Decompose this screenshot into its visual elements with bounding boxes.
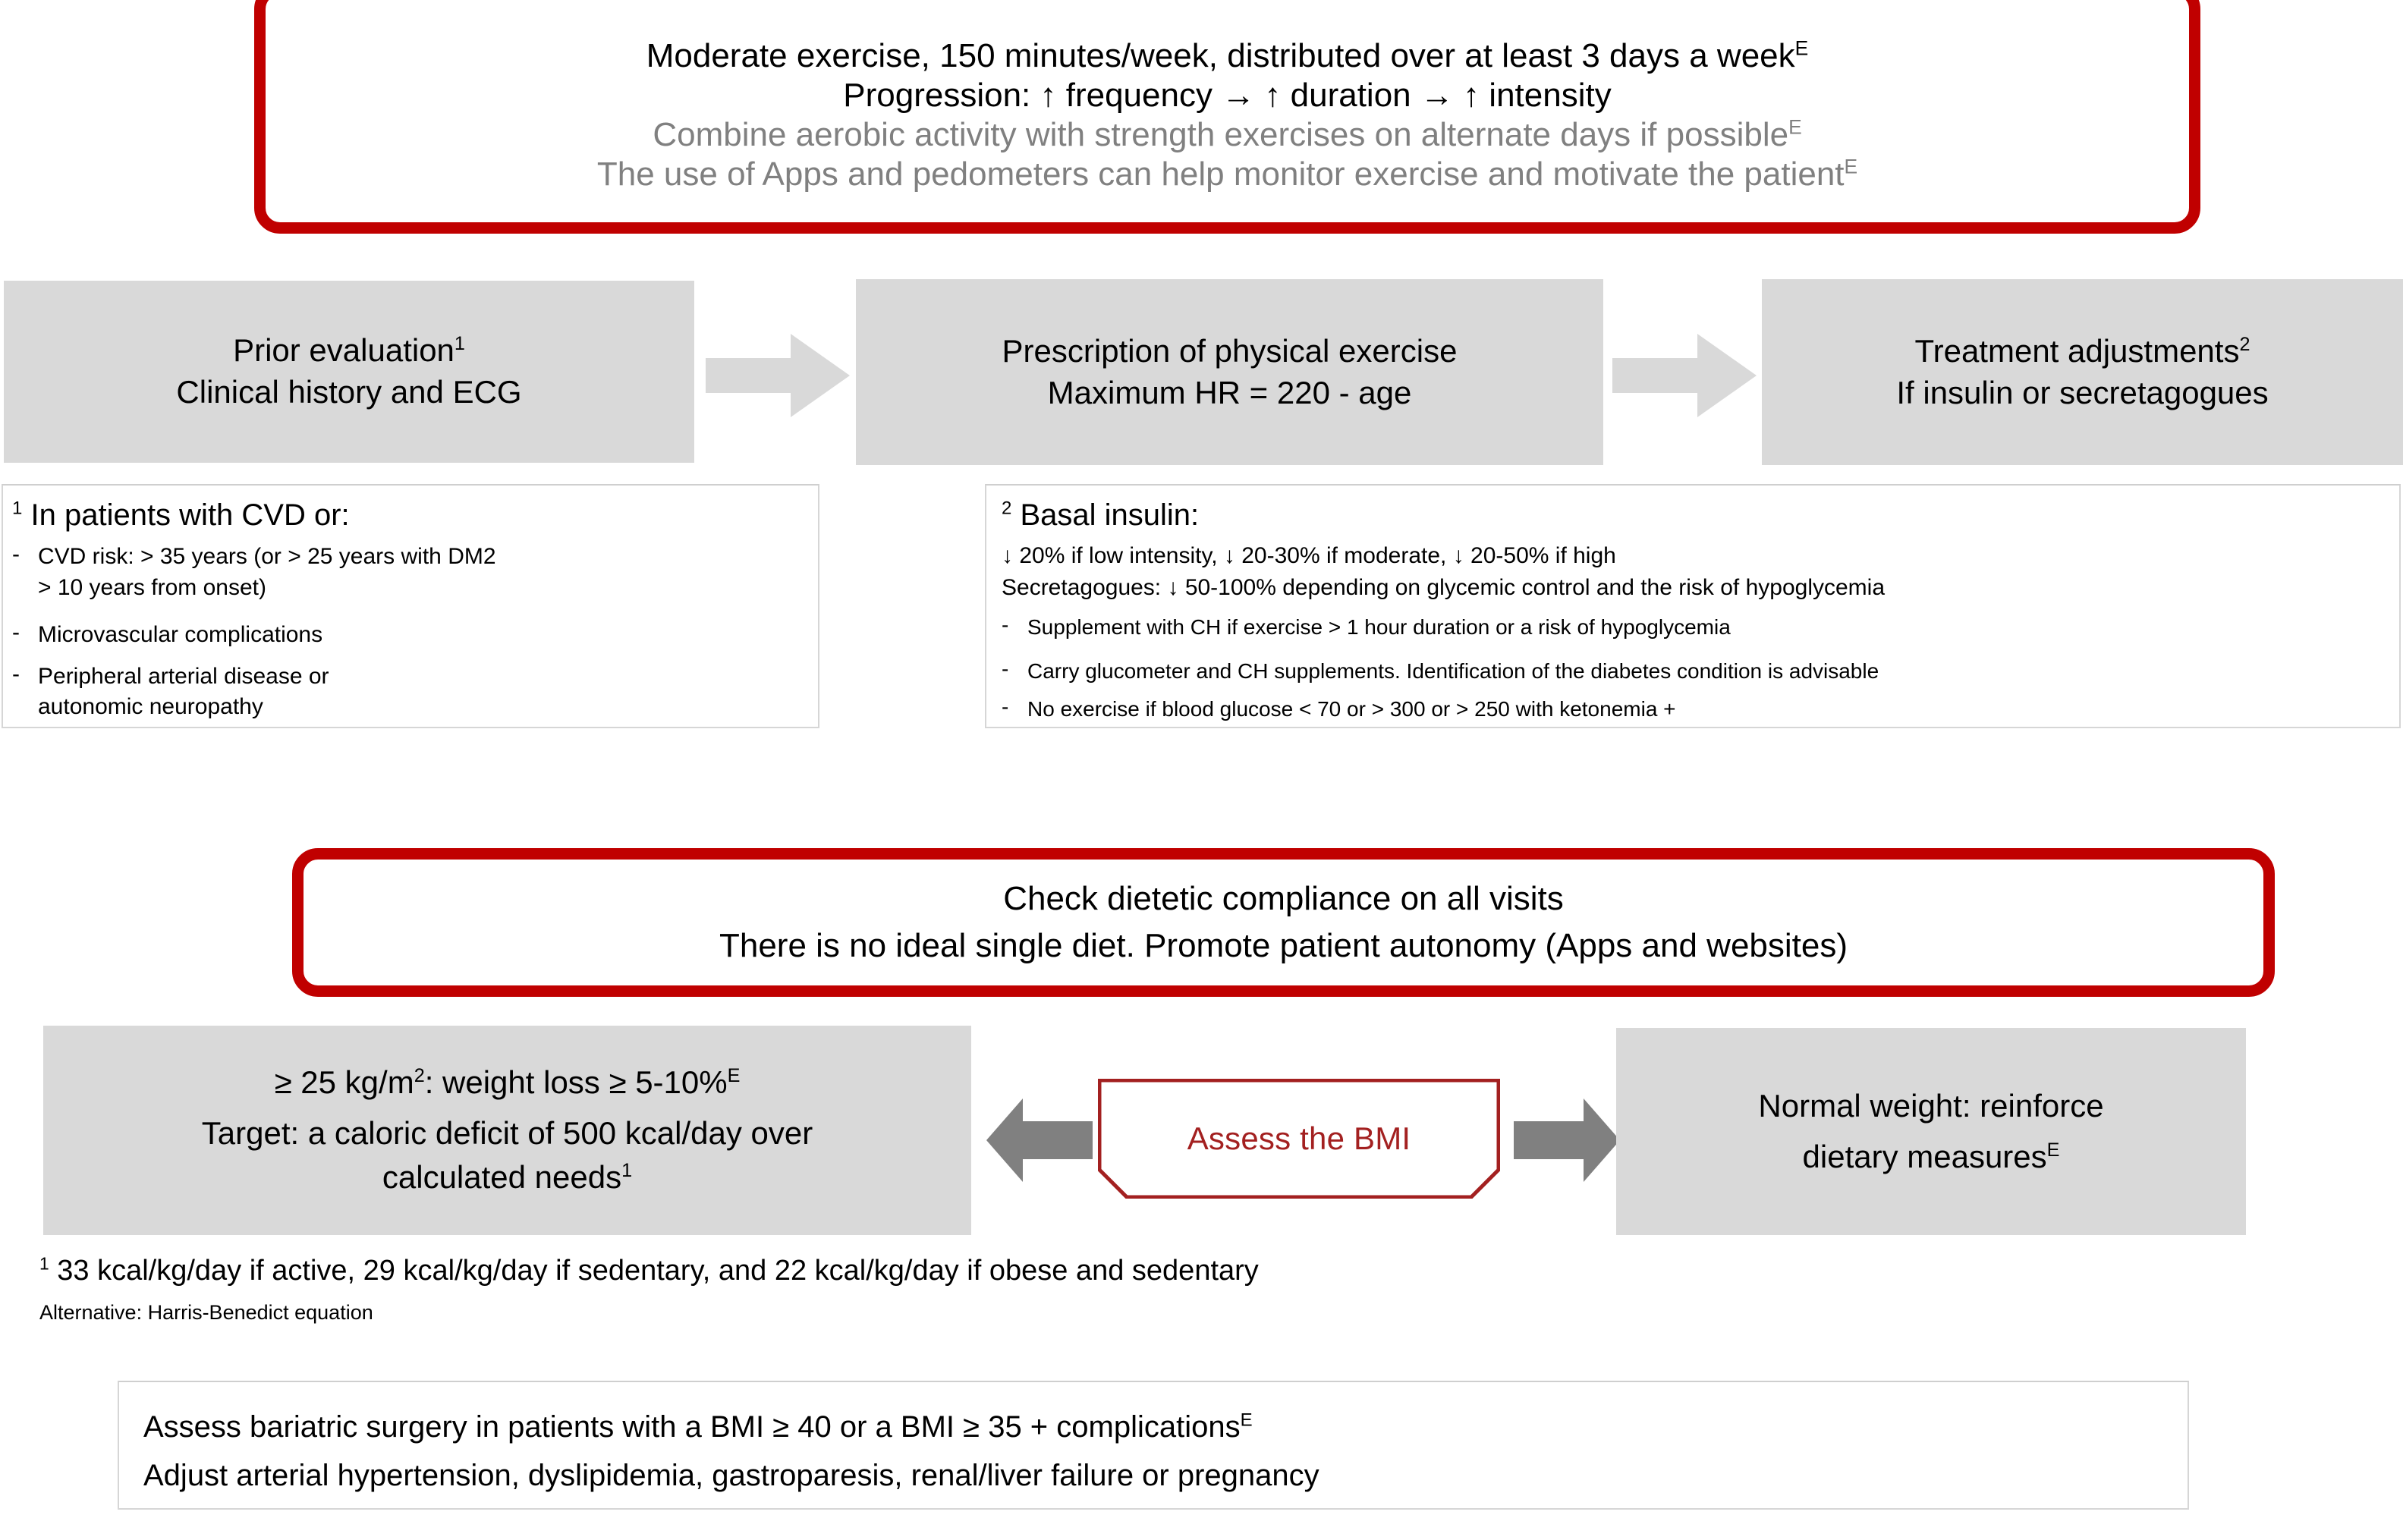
exercise-step-1-title: Prior evaluation (233, 332, 454, 369)
bmi-normal-line-1: Normal weight: reinforce (1758, 1087, 2104, 1124)
bmi-decision-shape (1098, 1079, 1500, 1199)
footnote-2-item: - Carry glucometer and CH supplements. I… (1002, 657, 2383, 686)
bmi-footnote-line-2: Alternative: Harris-Benedict equation (39, 1300, 373, 1324)
exercise-callout-line-3: Combine aerobic activity with strength e… (653, 115, 1801, 155)
footnote-1-item-text: Microvascular complications (38, 622, 323, 647)
exercise-step-3-line-2: If insulin or secretagogues (1896, 374, 2269, 410)
bmi-footnote-line-1-text: 33 kcal/kg/day if active, 29 kcal/kg/day… (57, 1255, 1259, 1287)
footnote-2-item: - No exercise if blood glucose < 70 or >… (1002, 695, 2383, 724)
footnote-2-item-text: Supplement with CH if exercise > 1 hour … (1027, 615, 1731, 639)
footnote-panel-cvd: 1 In patients with CVD or: - CVD risk: >… (2, 484, 819, 728)
exercise-callout-line-1-sup: E (1794, 36, 1809, 60)
footnote-2-heading: 2 Basal insulin: (1002, 496, 2383, 534)
bmi-branch-normal-weight: Normal weight: reinforce dietary measure… (1616, 1028, 2246, 1235)
bmi-footnote-line-1: 1 33 kcal/kg/day if active, 29 kcal/kg/d… (39, 1253, 2012, 1290)
footnote-1-item: - Peripheral arterial disease or autonom… (12, 662, 801, 723)
exercise-step-3-title: Treatment adjustments (1914, 332, 2240, 369)
footnote-2-paragraph-1: ↓ 20% if low intensity, ↓ 20-30% if mode… (1002, 543, 1616, 568)
exercise-callout-line-1: Moderate exercise, 150 minutes/week, dis… (646, 36, 1809, 76)
bmi-overweight-line-3: calculated needs1 (382, 1157, 632, 1199)
diet-callout-line-1: Check dietetic compliance on all visits (1003, 880, 1564, 918)
footnote-1-heading-text: In patients with CVD or: (30, 498, 350, 532)
bmi-normal-line-2-sup: E (2046, 1139, 2060, 1161)
bmi-overweight-line-1-pre: ≥ 25 kg/m (274, 1064, 414, 1101)
footnote-1-marker: 1 (12, 498, 23, 519)
footnote-1-heading: 1 In patients with CVD or: (12, 496, 801, 534)
bmi-overweight-line-3-text: calculated needs (382, 1159, 622, 1196)
footnote-1-item: - Microvascular complications (12, 620, 801, 651)
footnote-2-paragraph-2: Secretagogues: ↓ 50-100% depending on gl… (1002, 575, 1886, 600)
bullet-dash-icon: - (12, 542, 20, 567)
bmi-branch-overweight: ≥ 25 kg/m2: weight loss ≥ 5-10%E Target:… (43, 1026, 971, 1235)
bullet-dash-icon: - (12, 620, 20, 645)
footnote-panel-basal-insulin: 2 Basal insulin: ↓ 20% if low intensity,… (985, 484, 2401, 728)
diet-callout-line-2: There is no ideal single diet. Promote p… (719, 927, 1848, 964)
exercise-step-treatment-adjustments: Treatment adjustments2 If insulin or sec… (1762, 279, 2403, 465)
bariatric-line-1: Assess bariatric surgery in patients wit… (143, 1408, 2168, 1446)
bullet-dash-icon: - (1002, 613, 1009, 636)
bmi-overweight-line-2: Target: a caloric deficit of 500 kcal/da… (201, 1114, 813, 1151)
exercise-step-1-sup: 1 (454, 333, 465, 355)
exercise-step-1-line-2: Clinical history and ECG (176, 374, 522, 410)
bmi-overweight-line-3-sup: 1 (621, 1160, 633, 1182)
exercise-step-3-line-1: Treatment adjustments2 (1915, 331, 2250, 372)
flow-arrow-right-icon-3 (1514, 1098, 1620, 1182)
bullet-dash-icon: - (1002, 656, 1009, 680)
bmi-normal-line-2: dietary measuresE (1803, 1136, 2060, 1178)
bmi-decision-label: Assess the BMI (1187, 1120, 1411, 1156)
exercise-step-3-sup: 2 (2239, 333, 2250, 355)
bmi-normal-line-2-text: dietary measures (1802, 1138, 2047, 1174)
exercise-callout-line-3-sup: E (1788, 115, 1802, 139)
footnote-1-item: - CVD risk: > 35 years (or > 25 years wi… (12, 542, 801, 603)
bmi-footnote-marker: 1 (39, 1253, 49, 1274)
exercise-callout-box: Moderate exercise, 150 minutes/week, dis… (254, 0, 2200, 234)
flow-arrow-right-icon-1 (706, 334, 850, 417)
bullet-dash-icon: - (12, 661, 20, 687)
bmi-overweight-line-1-post: : weight loss ≥ 5-10% (424, 1064, 728, 1101)
bariatric-line-1-text: Assess bariatric surgery in patients wit… (143, 1410, 1241, 1444)
footnote-2-marker: 2 (1002, 498, 1012, 519)
exercise-step-prior-evaluation: Prior evaluation1 Clinical history and E… (4, 281, 694, 463)
footnote-2-item: - Supplement with CH if exercise > 1 hou… (1002, 613, 2383, 642)
footnote-1-item-text: CVD risk: > 35 years (or > 25 years with… (38, 544, 496, 600)
flow-arrow-right-icon-2 (1612, 334, 1757, 417)
footnote-2-heading-text: Basal insulin: (1020, 498, 1200, 532)
bmi-overweight-line-1-sup: 2 (414, 1065, 425, 1087)
footnote-2-item-text: Carry glucometer and CH supplements. Ide… (1027, 658, 1879, 683)
bmi-overweight-line-1-sup2: E (727, 1065, 741, 1087)
exercise-callout-line-2-text: Progression: ↑ frequency → ↑ duration → … (843, 77, 1612, 115)
bullet-dash-icon: - (1002, 694, 1009, 718)
exercise-callout-line-4-sup: E (1844, 155, 1858, 178)
bariatric-surgery-panel: Assess bariatric surgery in patients wit… (118, 1381, 2189, 1510)
bmi-decision-node: Assess the BMI (1098, 1079, 1500, 1199)
exercise-callout-line-4-text: The use of Apps and pedometers can help … (596, 155, 1845, 193)
bmi-footnote: 1 33 kcal/kg/day if active, 29 kcal/kg/d… (39, 1253, 2012, 1352)
exercise-callout-line-3-text: Combine aerobic activity with strength e… (653, 116, 1789, 153)
bmi-overweight-line-1: ≥ 25 kg/m2: weight loss ≥ 5-10%E (275, 1062, 741, 1104)
footnote-1-item-text: Peripheral arterial disease or autonomic… (38, 663, 329, 720)
exercise-step-2-line-2: Maximum HR = 220 - age (1047, 374, 1412, 410)
exercise-callout-line-1-text: Moderate exercise, 150 minutes/week, dis… (646, 37, 1795, 75)
flow-arrow-left-icon (986, 1098, 1093, 1182)
bariatric-line-2: Adjust arterial hypertension, dyslipidem… (143, 1459, 1319, 1492)
exercise-step-prescription: Prescription of physical exercise Maximu… (856, 279, 1603, 465)
exercise-callout-line-2: Progression: ↑ frequency → ↑ duration → … (843, 76, 1611, 115)
diet-callout-box: Check dietetic compliance on all visits … (292, 848, 2275, 997)
bariatric-line-1-sup: E (1240, 1410, 1253, 1431)
footnote-2-item-text: No exercise if blood glucose < 70 or > 3… (1027, 696, 1676, 721)
exercise-step-1-line-1: Prior evaluation1 (233, 330, 465, 372)
exercise-step-2-line-1: Prescription of physical exercise (1002, 332, 1458, 369)
exercise-callout-line-4: The use of Apps and pedometers can help … (597, 155, 1857, 194)
